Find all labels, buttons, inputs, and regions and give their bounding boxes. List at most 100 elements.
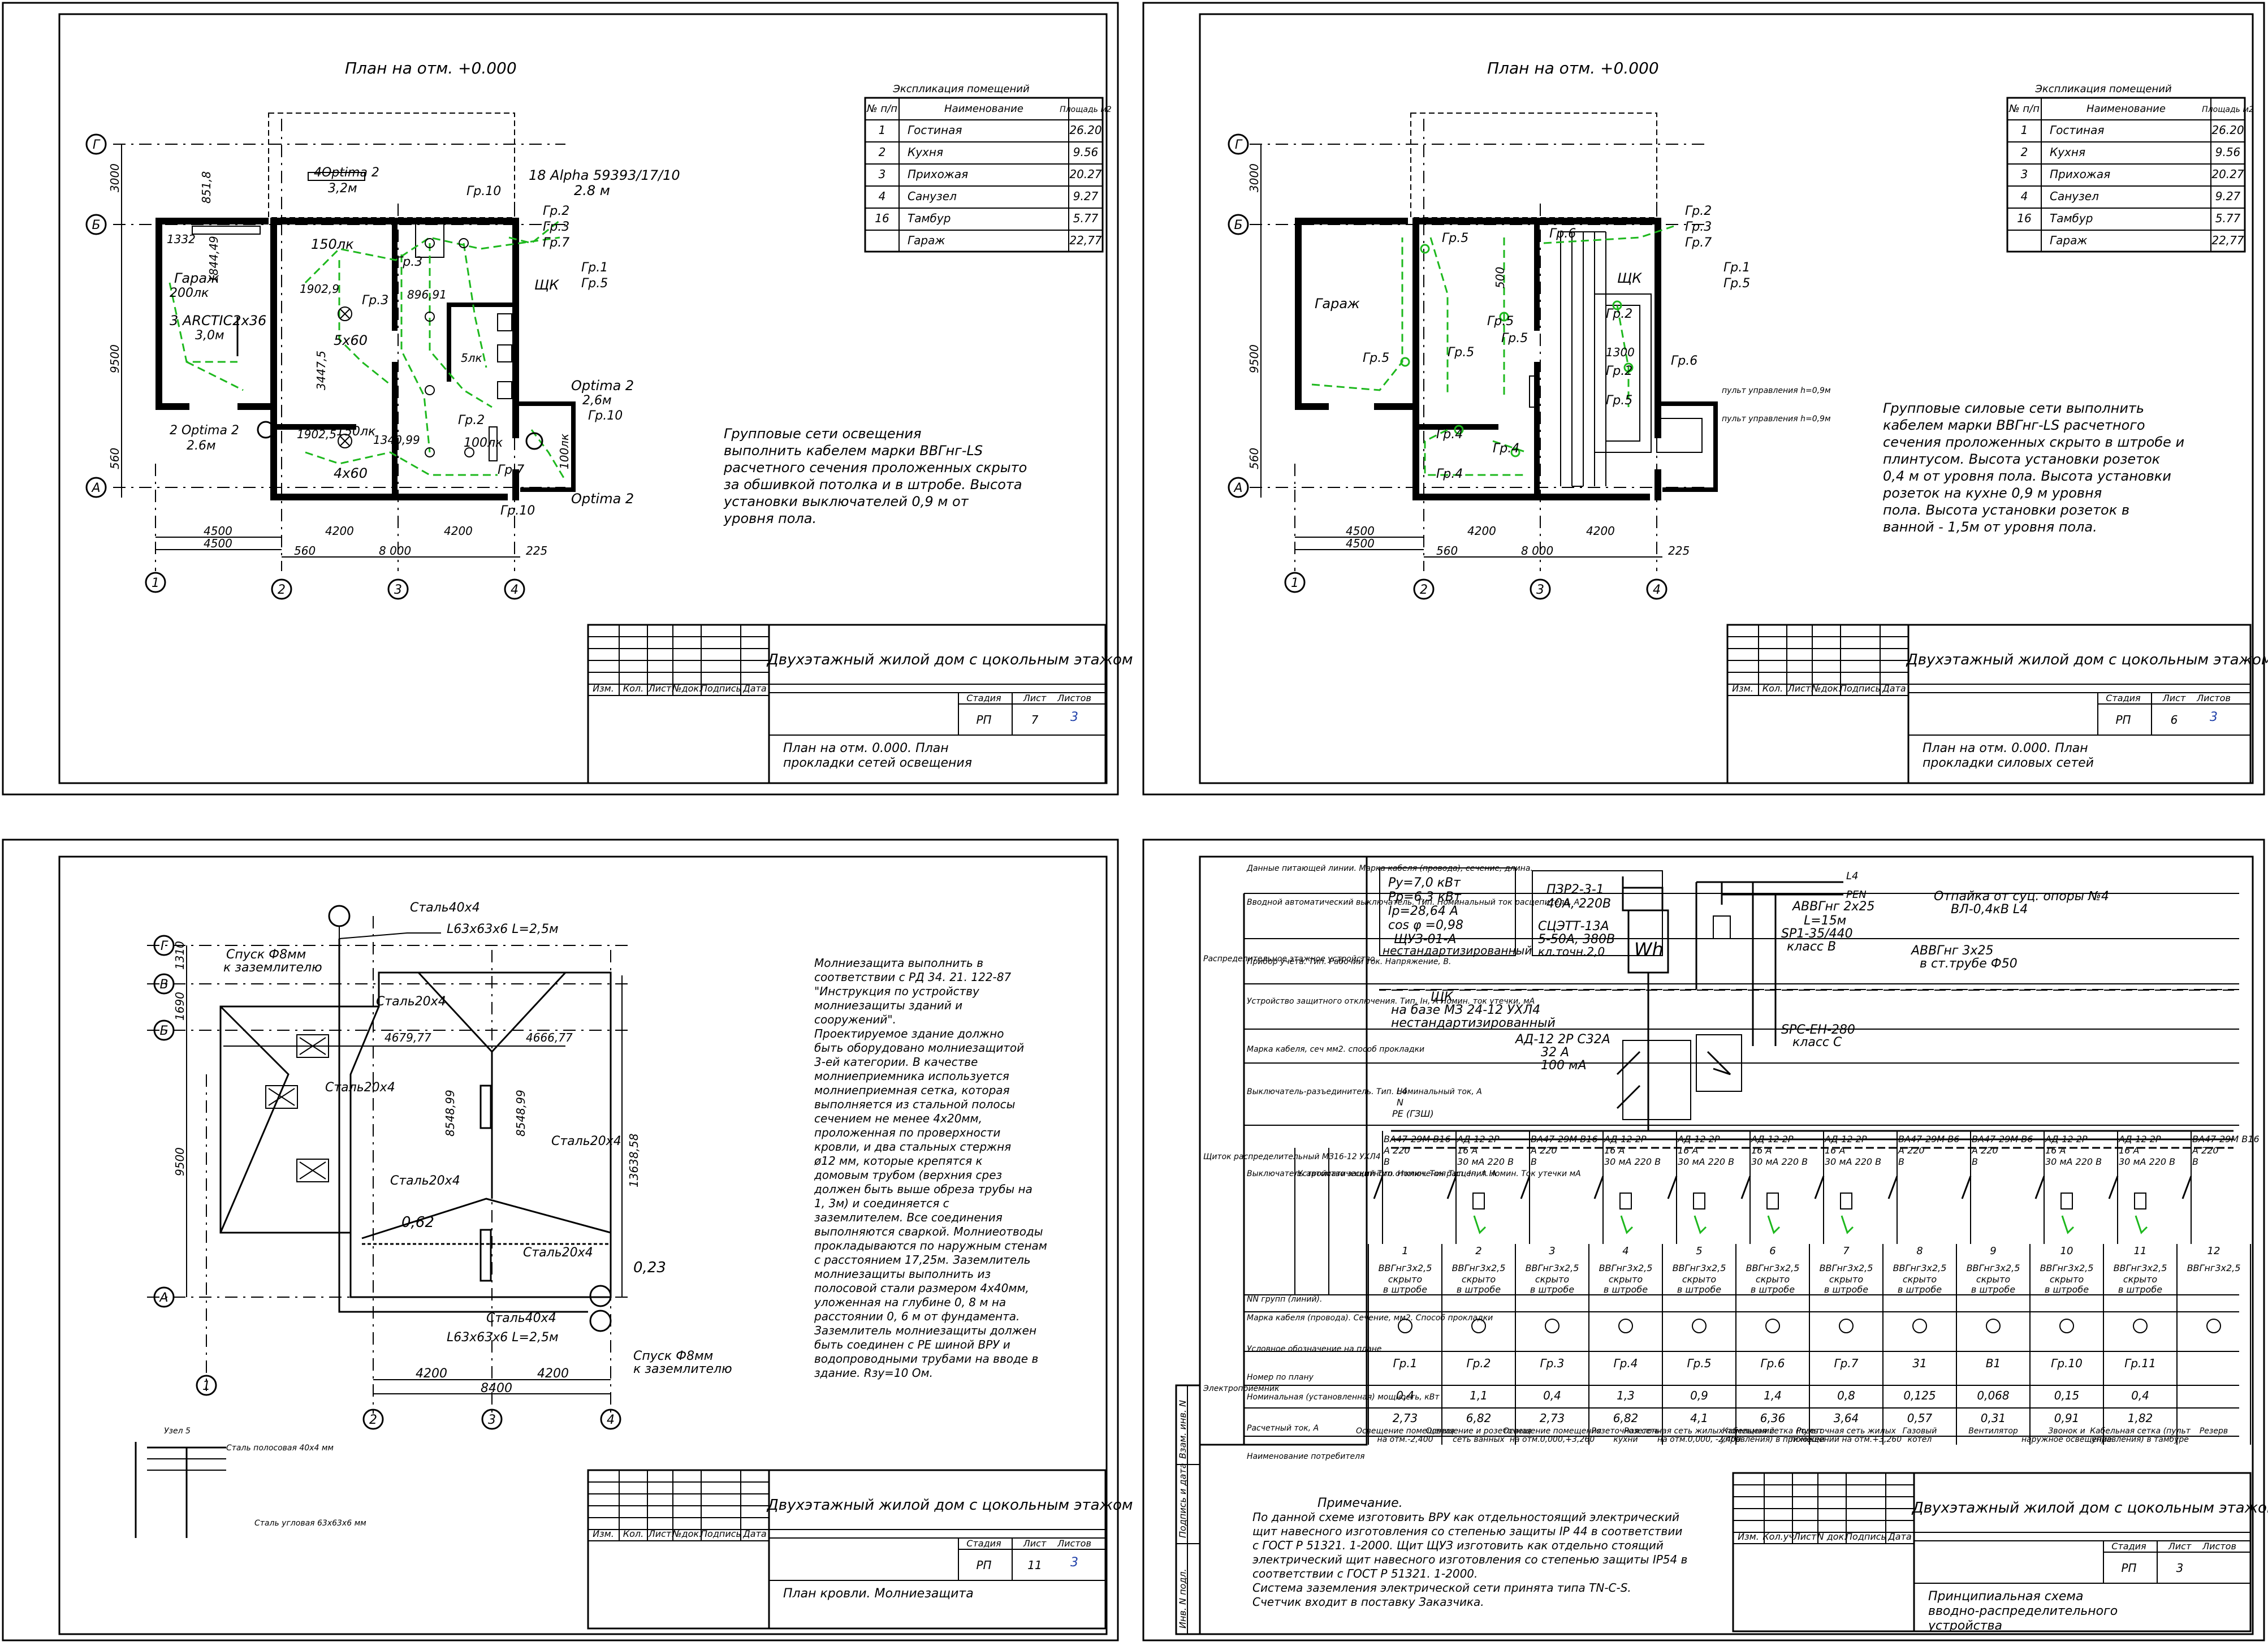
breaker-label: А 220 — [2192, 1145, 2219, 1156]
expl-cell-name: Гараж — [2050, 234, 2087, 247]
label: Гр.7 — [498, 463, 524, 477]
row-header: Марка кабеля, сеч мм2. способ прокладки — [1247, 1045, 1424, 1054]
plan-symbol-icon — [1692, 1319, 1707, 1333]
row-header: Номинальная (установленная) мощность, кВ… — [1247, 1393, 1440, 1402]
label: 150лк — [311, 236, 354, 252]
label: 500 — [1493, 267, 1507, 288]
sheet-distribution-schematic: Инв. N подл. Подпись и дата Взам. инв. N… — [1142, 839, 2268, 1641]
expl-header: Площадь м2 — [1060, 105, 1112, 114]
dim: 560 — [1247, 448, 1261, 469]
breaker-label: 30 мА 220 В — [1678, 1156, 1734, 1167]
label: 896,91 — [407, 288, 447, 301]
light-fixtures — [192, 172, 543, 461]
expl-header: Наименование — [944, 103, 1023, 115]
breaker-label: 16 А — [1825, 1145, 1845, 1156]
plan-title: План на отм. +0.000 — [1487, 59, 1659, 77]
stamp-col: Лист — [1787, 683, 1811, 694]
expl-cell-name: Кухня — [2050, 145, 2085, 159]
label: Сталь40x4 — [486, 1311, 556, 1325]
label: 8548,99 — [443, 1090, 457, 1137]
group-consumer: Кабельная сетка (пульт — [1722, 1427, 1824, 1436]
label: Спуск Ф8мм — [226, 948, 306, 962]
breaker-label: АД-12 2Р — [1677, 1134, 1720, 1144]
group-cable: скрыто — [1462, 1274, 1496, 1285]
label: Гр.5 — [1442, 231, 1468, 245]
label: Гр.1 — [581, 261, 608, 275]
group-plan-num: Гр.6 — [1761, 1356, 1785, 1370]
note-line: здание. Rзу=10 Ом. — [814, 1366, 933, 1380]
label: 3,0м — [195, 329, 224, 343]
group-plan-num: В1 — [1986, 1356, 2001, 1370]
group-cable: в штробе — [1383, 1284, 1427, 1295]
stamp-stage: РП — [976, 1558, 991, 1572]
group-current: 6,82 — [1613, 1411, 1639, 1425]
label: 2.8 м — [574, 183, 610, 198]
label: нестандартизированный — [1383, 944, 1532, 957]
note-line: расчетного сечения проложенных скрыто — [723, 460, 1027, 476]
detail-text: Сталь угловая 63x63x6 мм — [254, 1519, 366, 1528]
expl-cell-name: Прихожая — [908, 167, 968, 181]
group-consumer: Освещение помещения — [1503, 1427, 1601, 1436]
label: Гр.10 — [588, 409, 623, 423]
group-plan-num: Гр.7 — [1834, 1356, 1859, 1370]
sheet-border — [1142, 839, 2265, 1641]
note-line: Групповые силовые сети выполнить — [1883, 400, 2144, 416]
group-number: 9 — [1990, 1245, 1996, 1257]
stamp-desc: Принципиальная схема — [1928, 1589, 2083, 1604]
label: Гр.2 — [1606, 307, 1632, 321]
group-consumer: Звонок и — [2048, 1427, 2085, 1436]
breaker-label: ВА47-29М В16 — [2192, 1134, 2260, 1144]
group-consumer: Освещение и розеточная — [1426, 1427, 1532, 1436]
label: Сталь20x4 — [390, 1174, 460, 1188]
grid-letter: Г — [161, 939, 169, 953]
breaker-label: 30 мА 220 В — [2045, 1156, 2102, 1167]
stamp-col: №док. — [1811, 683, 1841, 694]
stamp-sheets-h: Листов — [2202, 1541, 2236, 1552]
label: в ст.трубе Ф50 — [1920, 957, 2018, 971]
note-line: быть оборудовано молниезащитой — [814, 1041, 1024, 1055]
breaker-label: 16 А — [1604, 1145, 1625, 1156]
label: 3,2м — [328, 182, 357, 196]
note-line: соответствии с ГОСТ Р 51321. 1-2000. — [1252, 1567, 1478, 1580]
group-number: 7 — [1843, 1245, 1850, 1257]
breaker-label: АД-12 2Р — [2118, 1134, 2161, 1144]
stamp-sheets-h: Листов — [1057, 1538, 1091, 1549]
expl-cell-area: 20.27 — [2211, 167, 2244, 181]
dim: 8 000 — [1521, 544, 1553, 558]
label: Optima 2 — [571, 378, 634, 394]
label: Гр.5 — [581, 277, 608, 291]
breaker-label: АД-12 2Р — [1824, 1134, 1867, 1144]
grid-letter: Б — [92, 218, 100, 232]
label: 200лк — [170, 286, 209, 300]
stamp-col: Изм. — [1738, 1531, 1759, 1542]
group-consumer: котел — [1908, 1435, 1932, 1444]
label: Гараж — [174, 270, 219, 286]
group-number: 3 — [1549, 1245, 1555, 1257]
schematic-note: Примечание.По данной схеме изготовить ВР… — [1252, 1496, 1687, 1609]
stamp-col: Кол.уч — [1762, 1531, 1794, 1542]
group-header: Электроприемник — [1203, 1384, 1280, 1393]
dim: 560 — [1436, 544, 1458, 558]
group-cable: скрыто — [2050, 1274, 2084, 1285]
expl-cell-name: Гараж — [908, 234, 945, 247]
grid-letter: В — [159, 978, 168, 992]
label: ВЛ-0,4кВ L4 — [1951, 902, 2028, 917]
note-line: щит навесного изготовления со степенью з… — [1252, 1524, 1682, 1538]
note-line: полосовой стали размером 4х40мм, — [814, 1281, 1029, 1295]
grid-letter: А — [1233, 481, 1242, 495]
plan-symbol-icon — [1839, 1319, 1854, 1333]
label: Гр.1 — [1723, 261, 1750, 275]
label: 1902,9 — [300, 282, 339, 296]
plan-symbol-icon — [1618, 1319, 1633, 1333]
label: Гр.7 — [1685, 236, 1712, 250]
stamp-sheet-h: Лист — [2168, 1541, 2192, 1552]
label: ПЗР2-3-1 — [1546, 883, 1604, 897]
group-header: Щиток распределительный МЗ16-12 УХЛ4 — [1203, 1152, 1381, 1161]
label: класс С — [1792, 1035, 1842, 1049]
note-line: домовым трубом (верхния срез — [814, 1168, 1002, 1182]
sheet-power-plan: План на отм. +0.000 Экспликация помещени… — [1142, 2, 2268, 796]
side-label: Инв. N подл. — [1177, 1569, 1188, 1628]
label: L63x63x6 L=2,5м — [447, 922, 559, 936]
group-current: 3,64 — [1834, 1411, 1859, 1425]
